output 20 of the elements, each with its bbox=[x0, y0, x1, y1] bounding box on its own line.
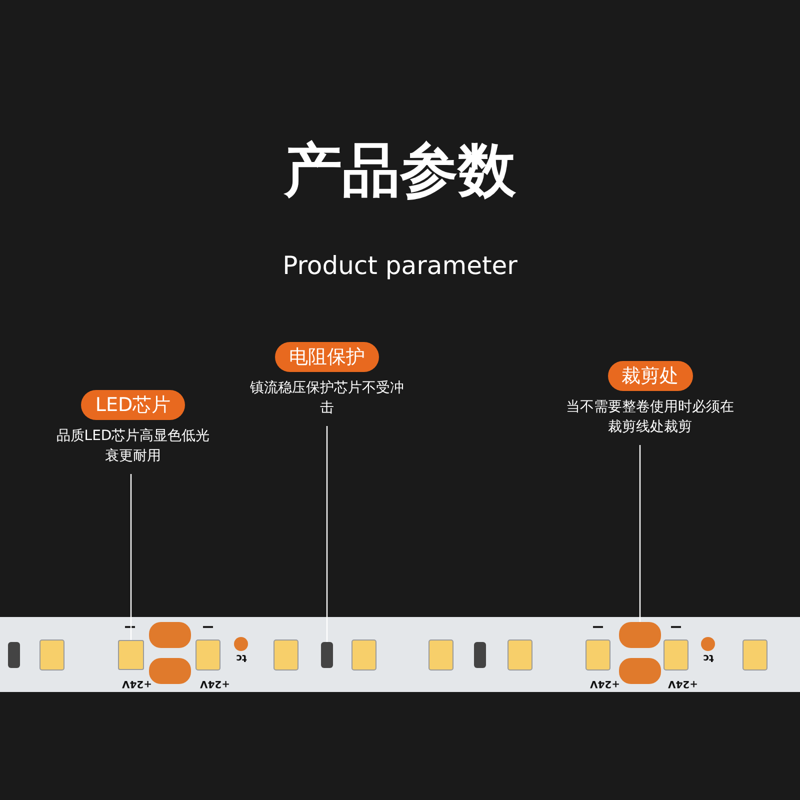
callout-text: 镇流稳压保护芯片不受冲击 bbox=[249, 379, 405, 418]
led-chip bbox=[118, 640, 144, 670]
callout-heading: 电阻保护 bbox=[275, 342, 379, 372]
resistor bbox=[321, 642, 333, 668]
leader-line bbox=[639, 445, 641, 622]
subtitle: Product parameter bbox=[282, 250, 518, 282]
voltage-mark: +24V bbox=[590, 678, 620, 689]
voltage-mark: +24V bbox=[200, 678, 230, 689]
title: 产品参数 bbox=[282, 135, 517, 206]
callout-heading: LED芯片 bbox=[81, 390, 185, 420]
callout-text: 当不需要整卷使用时必须在裁剪线处裁剪 bbox=[565, 398, 735, 437]
marking: tc bbox=[703, 652, 714, 663]
voltage-mark: +24V bbox=[122, 678, 152, 689]
voltage-mark: +24V bbox=[668, 678, 698, 689]
callout-text: 品质LED芯片高显色低光衰更耐用 bbox=[55, 427, 211, 466]
leader-line bbox=[326, 426, 328, 642]
callout-heading: 裁剪处 bbox=[608, 361, 692, 391]
leader-line bbox=[130, 474, 132, 640]
solder-pad bbox=[619, 622, 661, 648]
marking: tc bbox=[236, 652, 247, 663]
